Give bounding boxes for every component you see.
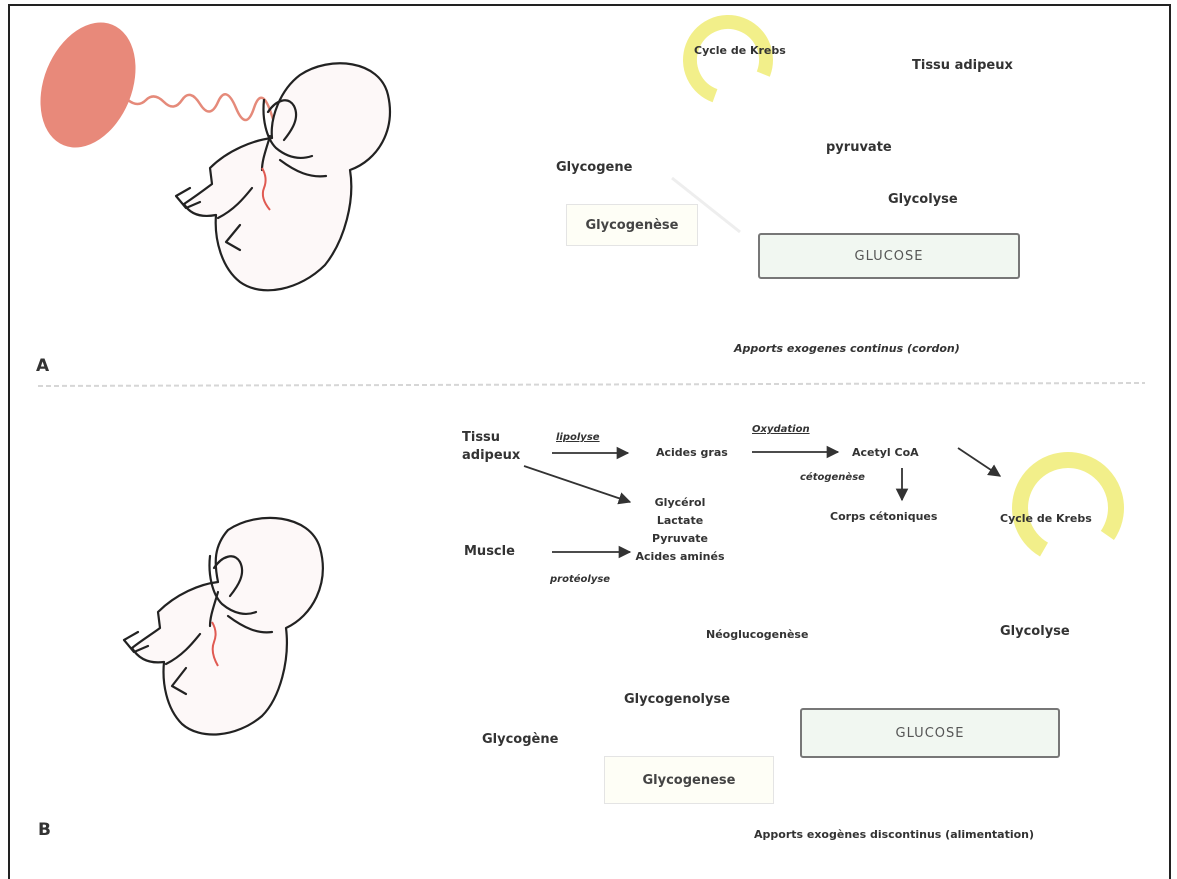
arrow-tissu-glycerol — [524, 466, 630, 502]
arrow-acetyl-krebs — [958, 448, 1000, 476]
fetus-b-illustration — [124, 518, 323, 735]
placenta-shape — [23, 8, 153, 161]
pyruvate-label-a: pyruvate — [826, 140, 892, 155]
apports-label-b: Apports exogènes discontinus (alimentati… — [754, 828, 1034, 841]
cetogenese-label: cétogenèse — [800, 472, 865, 483]
glucose-box-a: GLUCOSE — [758, 233, 1020, 279]
krebs-cycle-label-a: Cycle de Krebs — [694, 44, 786, 57]
acides-gras-label: Acides gras — [656, 446, 728, 459]
acides-amines-label: Acides aminés — [630, 550, 730, 563]
lactate-label: Lactate — [640, 514, 720, 527]
pyruvate-label-b: Pyruvate — [640, 532, 720, 545]
adipeux-label-b: adipeux — [462, 448, 520, 463]
panel-letter-a: A — [36, 356, 49, 376]
glycolyse-label-a: Glycolyse — [888, 192, 958, 207]
glucose-box-b: GLUCOSE — [800, 708, 1060, 758]
fetus-a-illustration — [176, 63, 390, 290]
proteolyse-label: protéolyse — [550, 574, 610, 585]
glycogenese-box-b: Glycogenese — [604, 756, 774, 804]
muscle-label: Muscle — [464, 544, 515, 559]
lipolyse-label: lipolyse — [556, 432, 600, 443]
glycogene-label-a: Glycogene — [556, 160, 632, 175]
acetyl-coa-label: Acetyl CoA — [852, 446, 919, 459]
glycogene-label-b: Glycogène — [482, 732, 558, 747]
panel-letter-b: B — [38, 820, 51, 840]
tissu-label-b: Tissu — [462, 430, 500, 445]
corps-cetoniques-label: Corps cétoniques — [830, 510, 937, 523]
glycogenolyse-label: Glycogenolyse — [624, 692, 730, 707]
tissu-adipeux-label-a: Tissu adipeux — [912, 58, 1013, 73]
apports-label-a: Apports exogenes continus (cordon) — [734, 342, 960, 355]
neoglucogenese-label: Néoglucogenèse — [706, 628, 808, 641]
krebs-cycle-label-b: Cycle de Krebs — [1000, 512, 1092, 525]
panel-separator — [38, 383, 1145, 386]
glycogenese-box-a: Glycogenèse — [566, 204, 698, 246]
oxydation-label: Oxydation — [752, 424, 810, 435]
krebs-ring-b — [1002, 442, 1133, 573]
glycolyse-label-b: Glycolyse — [1000, 624, 1070, 639]
krebs-ring-a — [679, 11, 776, 108]
glycerol-label: Glycérol — [640, 496, 720, 509]
